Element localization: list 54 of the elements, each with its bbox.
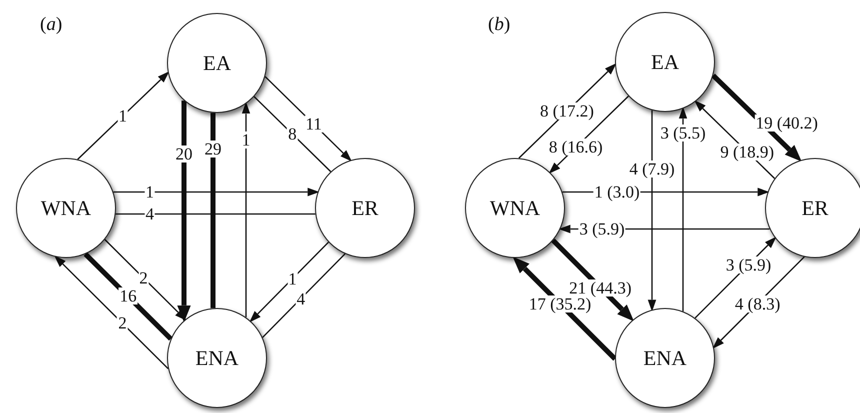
edge-label: 11 [304,116,323,133]
arrow [54,256,169,370]
edge-label: 4 [144,206,155,222]
edge-label: 1 [287,270,298,288]
panel-label: (a) [40,14,62,36]
panel-label: (b) [488,14,510,36]
arrow [177,100,191,322]
edge-label: 8 (17.2) [539,102,595,120]
connector-line [84,252,173,341]
edge-label: 1 [240,131,252,148]
connector-line [210,112,216,308]
region-label: ER [802,196,828,220]
edge-label: 9 (18.9) [719,143,776,160]
arrow [242,102,250,318]
region-circle [615,12,715,112]
edge-label: 1 (3.0) [593,184,641,200]
arrow [104,239,187,321]
region-circle [315,158,415,258]
edge-label: 19 (40.2) [754,114,819,132]
region-label: ENA [195,346,239,370]
arrow [77,71,170,160]
region-label: WNA [40,196,92,220]
region-label: WNA [490,196,540,220]
edge-label: 3 (5.9) [724,256,772,274]
arrow [113,188,320,196]
arrow [648,110,656,312]
region-label: ER [352,196,378,220]
region-circle [167,308,267,408]
edge-label: 3 (5.5) [659,124,707,142]
edge-label: 20 [174,146,194,163]
connector-line [254,96,332,172]
arrow [678,106,688,312]
edge-label: 17 (35.2) [528,295,592,312]
edge-label: 16 [118,288,138,305]
region-label: EA [651,50,679,74]
edge-label: 2 [138,269,149,286]
edge-label: 4 [296,290,306,308]
edge-label: 21 (44.3) [568,279,632,296]
edge-label: 8 [287,126,298,143]
edge-label: 8 (16.6) [548,138,604,156]
edge-label: 2 [117,314,128,332]
edge-label: 3 (5.9) [578,220,626,238]
region-label: EA [203,50,231,76]
edge-label: 4 (8.3) [734,295,782,312]
edge-label: 29 [204,140,222,158]
arrow [264,76,352,162]
connector-line [116,213,316,215]
arrow [249,242,329,322]
region-circle [615,308,715,408]
region-label: ENA [643,346,687,370]
edge-label: 1 [118,108,128,125]
connector-line [262,253,346,338]
edge-label: 1 [144,184,155,200]
edge-label: 4 (7.9) [628,160,676,178]
